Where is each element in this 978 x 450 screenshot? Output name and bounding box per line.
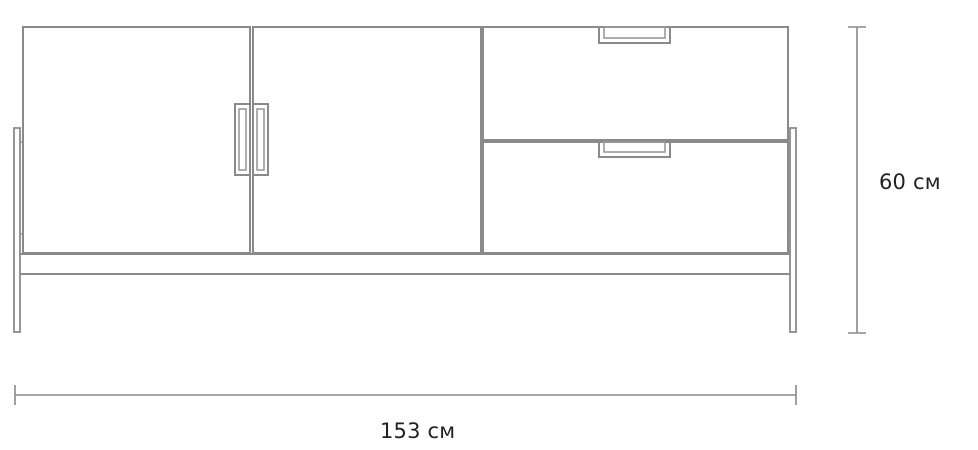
- bottom-drawer-handle: [598, 141, 671, 158]
- middle-door: [252, 26, 482, 254]
- left-leg: [13, 127, 21, 333]
- door-handles: [234, 103, 269, 176]
- right-leg: [789, 127, 797, 333]
- bottom-drawer: [482, 141, 789, 254]
- width-label: 153 см: [380, 419, 456, 443]
- left-door: [22, 26, 251, 254]
- width-dimension-line: [14, 385, 797, 405]
- top-drawer-handle: [598, 26, 671, 44]
- sideboard-drawing: [13, 26, 797, 333]
- base-rail: [16, 253, 796, 275]
- height-dimension-line: [848, 26, 866, 334]
- height-label: 60 см: [879, 170, 941, 194]
